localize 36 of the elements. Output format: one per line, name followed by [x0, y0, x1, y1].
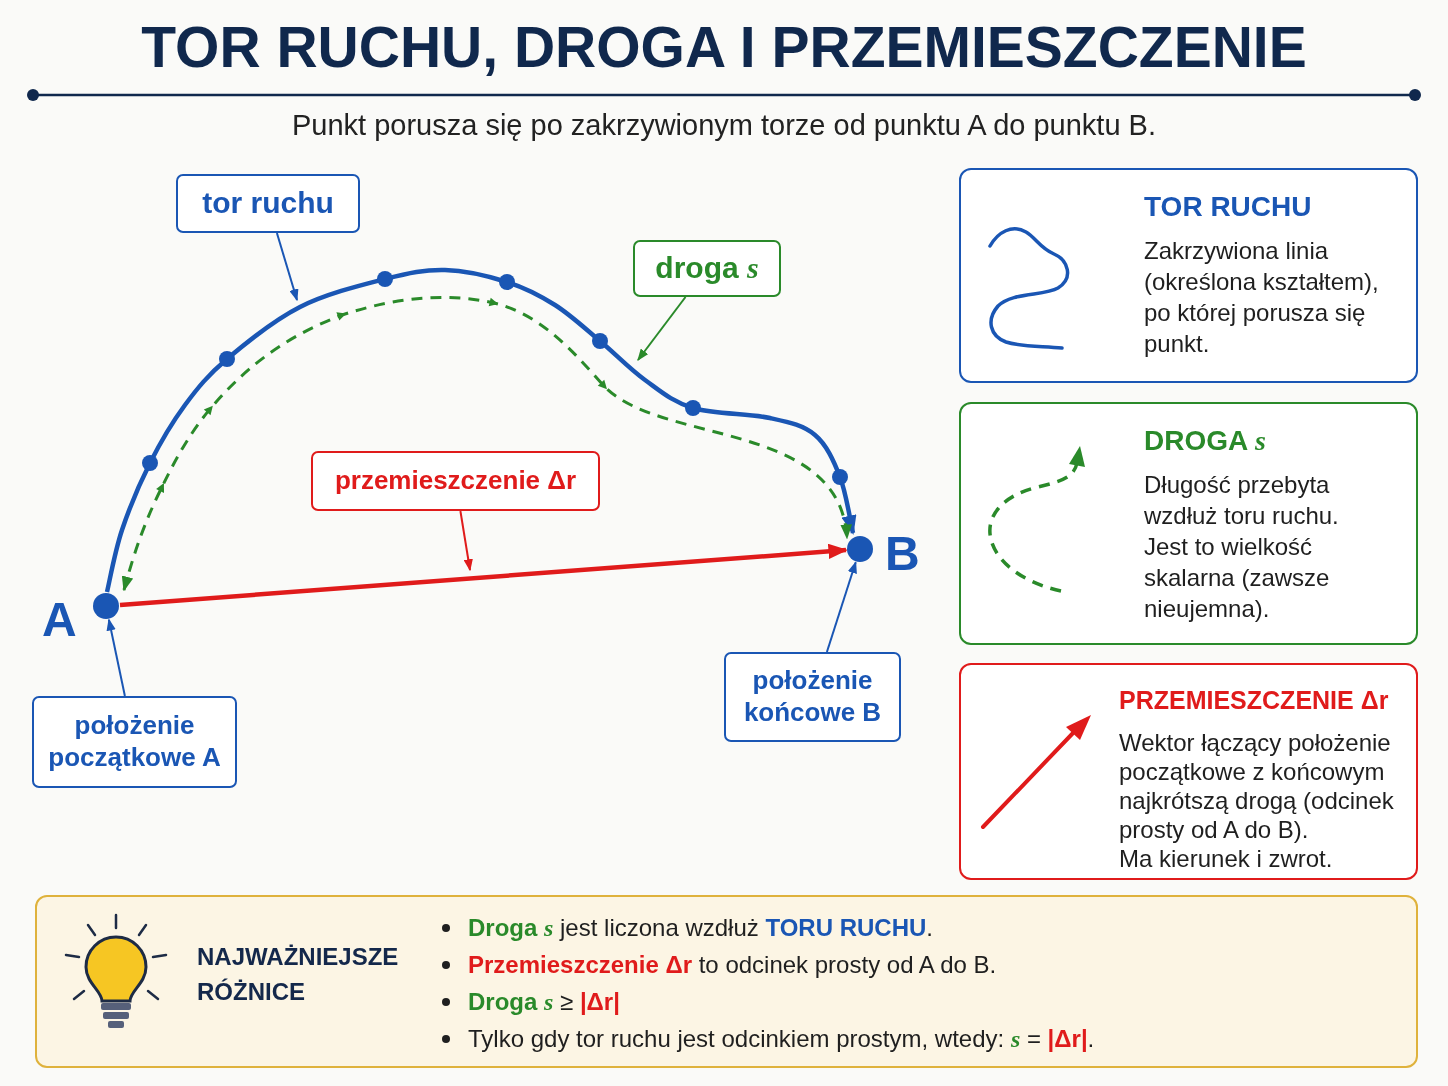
- bullet-text: Przemieszczenie Δr to odcinek prosty od A do B.: [468, 949, 997, 980]
- bullet-text: Droga s ≥ |Δr|: [468, 986, 620, 1017]
- point-label: A: [42, 596, 77, 644]
- point-label: B: [885, 530, 920, 578]
- title: TOR RUCHU, DROGA I PRZEMIESZCZENIE: [141, 14, 1307, 81]
- displacement-arrow: [119, 543, 848, 608]
- card-heading: PRZEMIESZCZENIE Δr: [1119, 685, 1389, 716]
- leader-arrow: [637, 296, 687, 361]
- card-text: Długość przebyta wzdłuż toru ruchu. Jest to wielkość skalarna (zawsze nieujemna).: [1144, 470, 1340, 624]
- bullet-text: Droga s jest liczona wzdłuż TORU RUCHU.: [468, 912, 933, 943]
- callout-box: [311, 451, 600, 511]
- summary-panel: [35, 895, 1418, 1068]
- leader-arrow: [459, 510, 474, 571]
- subtitle: Punkt porusza się po zakrzywionym torze od punktu A do punktu B.: [291, 108, 1156, 143]
- callout-label: przemieszczenie Δr: [334, 465, 577, 497]
- callout-label: tor ruchu: [202, 185, 334, 222]
- panel-heading: NAJWAŻNIEJSZE RÓŻNICE: [197, 942, 400, 1007]
- leader-arrow: [825, 561, 858, 653]
- leader-arrow: [106, 618, 126, 697]
- card-heading: TOR RUCHU: [1144, 190, 1312, 224]
- info-card: [959, 168, 1418, 383]
- info-card: [959, 402, 1418, 645]
- bullet-text: Tylko gdy tor ruchu jest odcinkiem prostym, wtedy: s = |Δr|.: [468, 1023, 1095, 1054]
- callout-label: położenie końcowe B: [742, 665, 883, 729]
- callout-box: [32, 696, 237, 788]
- card-text: Wektor łączący położenie początkowe z końcowym najkrótszą drogą (odcinek prosty od A do B).: [1119, 728, 1395, 844]
- callout-box: [633, 240, 781, 297]
- card-text: Ma kierunek i zwrot.: [1119, 844, 1334, 873]
- callout-label: położenie początkowe A: [47, 710, 222, 774]
- callout-box: [176, 174, 360, 233]
- callout-label: droga s: [655, 250, 759, 287]
- card-text: Zakrzywiona linia (określona kształtem), po której porusza się punkt.: [1144, 236, 1380, 359]
- leader-arrow: [275, 232, 300, 301]
- card-heading: DROGA s: [1144, 424, 1266, 458]
- info-card: [959, 663, 1418, 880]
- callout-box: [724, 652, 901, 742]
